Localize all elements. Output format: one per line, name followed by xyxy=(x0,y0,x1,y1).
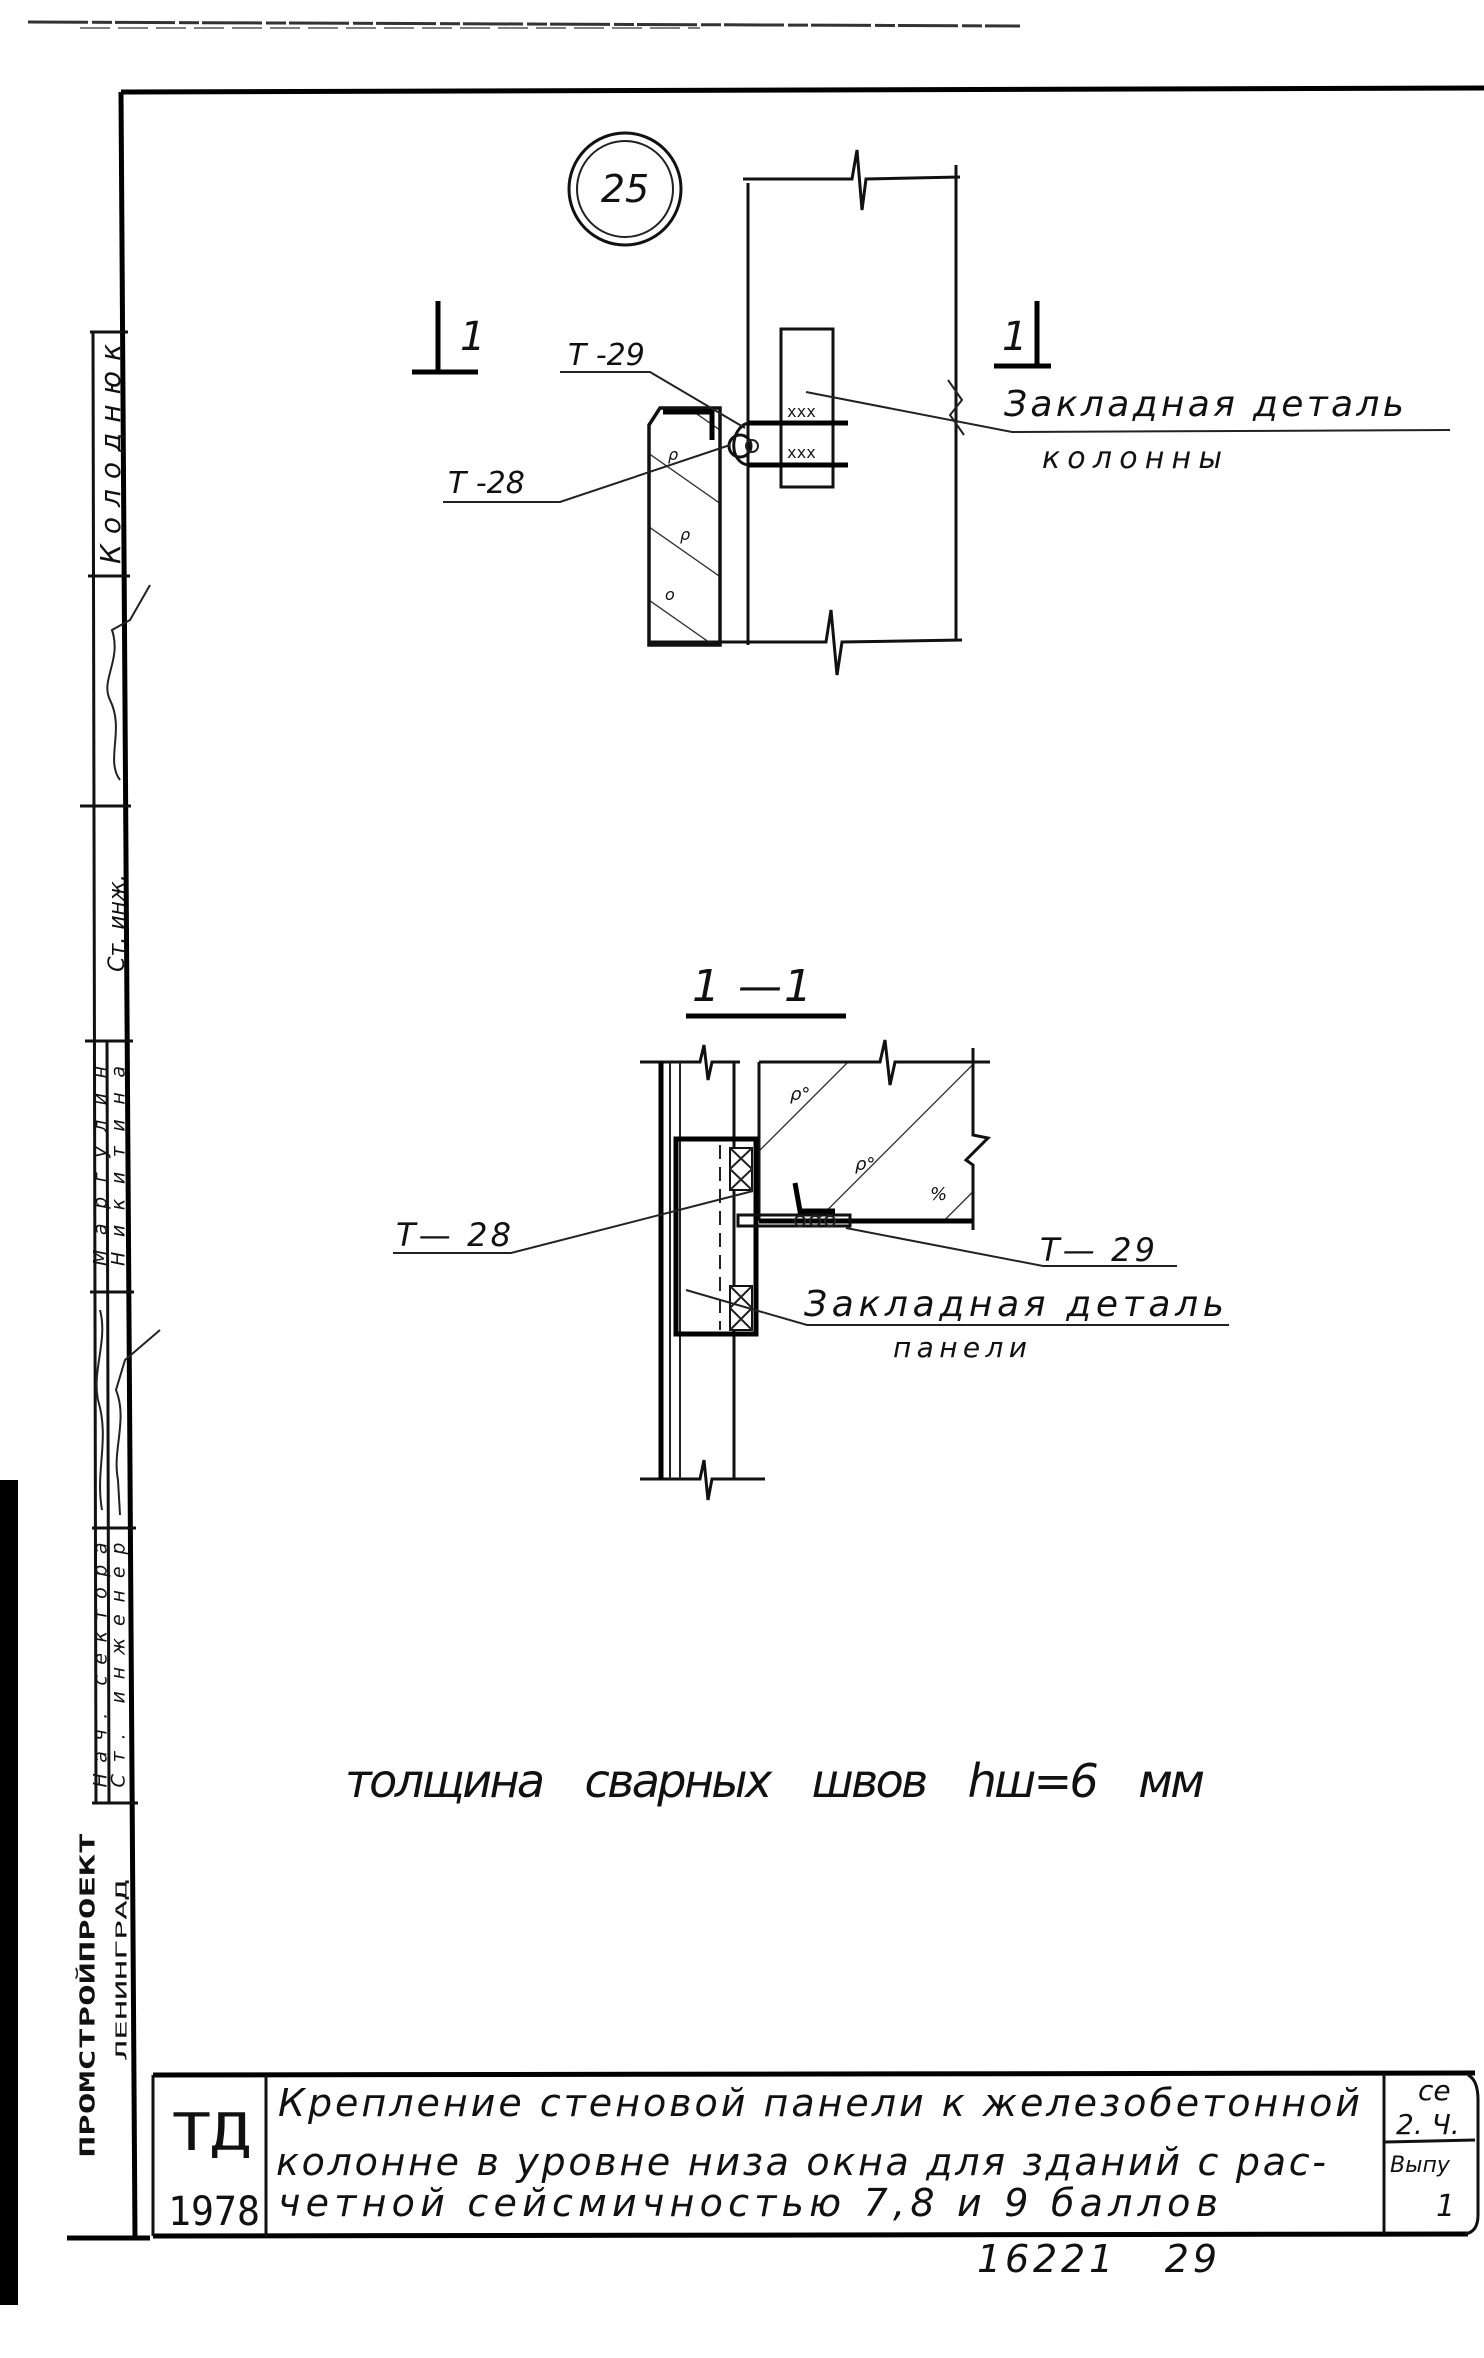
concrete-mark: ρ xyxy=(668,445,678,464)
weld-marks: xxx xyxy=(787,443,816,462)
label-t29: Т -29 xyxy=(568,338,645,373)
signature-stamp: Колоднюк Ст. инж. Маргулин Никитина Нач.… xyxy=(76,330,161,2158)
concrete-mark: ρ° xyxy=(790,1084,810,1105)
weld-thickness-note: толщина сварных швов hш=6 мм xyxy=(345,1754,1205,1808)
organization-name: ПРОМСТРОЙПРОЕКТ xyxy=(76,1833,100,2158)
section-title: 1 —1 xyxy=(692,961,812,1012)
concrete-mark: ρ xyxy=(680,525,690,544)
title-block-code: ТД xyxy=(172,2103,250,2163)
section-label-t29: Т— 29 xyxy=(1040,1231,1155,1269)
section-label-t28: Т— 28 xyxy=(396,1216,511,1254)
wall-panel: ρ ρ ο xyxy=(647,406,722,647)
concrete-mark: % xyxy=(930,1184,947,1205)
organization-city: ЛЕНИНГРАД xyxy=(113,1880,131,2060)
scan-edge-artifacts xyxy=(0,20,1021,2305)
section-mark-left: 1 xyxy=(412,301,485,375)
sheet-mark-number: 25 xyxy=(601,167,649,211)
plan-view-drawing: ρ ρ ο xxx xxx 1 1 Т -29 Т -28 xyxy=(412,149,1451,676)
title-line-1: Крепление стеновой панели к железобетонн… xyxy=(278,2081,1360,2125)
title-line-2: колонне в уровне низа окна для зданий с … xyxy=(276,2140,1326,2184)
issue-value: 1 xyxy=(1436,2189,1455,2224)
embedded-label-panel-line1: Закладная деталь xyxy=(804,1284,1224,1325)
column-outline xyxy=(650,149,965,676)
column-section xyxy=(640,1044,765,1501)
issue-label: Выпу xyxy=(1390,2153,1451,2178)
concrete-mark: ο xyxy=(665,585,675,604)
title-block: ТД 1978 Крепление стеновой панели к желе… xyxy=(151,2070,1480,2239)
concrete-mark: ρ° xyxy=(855,1154,875,1175)
sheet-mark: 25 xyxy=(567,131,683,247)
sheet-number: 16221 29 xyxy=(977,2237,1217,2281)
signature-mark xyxy=(95,1309,104,1511)
column-embedded-plate: xxx xxx xyxy=(727,327,848,489)
title-block-year: 1978 xyxy=(168,2189,260,2235)
series-label: се xyxy=(1418,2074,1451,2107)
weld-marks: xxx xyxy=(787,402,816,421)
section-mark-right-label: 1 xyxy=(1002,314,1027,360)
stamp-top-role: Ст. инж. xyxy=(105,874,130,972)
label-t28: Т -28 xyxy=(448,466,525,501)
signature-mark xyxy=(114,1329,161,1516)
section-1-1-drawing: 1 —1 ρ° ρ° % xyxy=(393,961,1229,1501)
embedded-label-panel-line2: панели xyxy=(893,1331,1027,1364)
title-line-3: четной сейсмичностью 7,8 и 9 баллов xyxy=(278,2181,1218,2225)
embedded-label-column-line2: колонны xyxy=(1042,441,1222,476)
panel-section: ρ° ρ° % xyxy=(757,1039,992,1230)
series-value: 2. Ч. xyxy=(1396,2108,1460,2141)
sheet-frame xyxy=(67,85,1484,2241)
embedded-label-column-line1: Закладная деталь xyxy=(1004,384,1404,425)
section-mark-left-label: 1 xyxy=(460,314,485,360)
section-mark-right: 1 xyxy=(994,301,1051,369)
signature-mark xyxy=(106,584,151,781)
